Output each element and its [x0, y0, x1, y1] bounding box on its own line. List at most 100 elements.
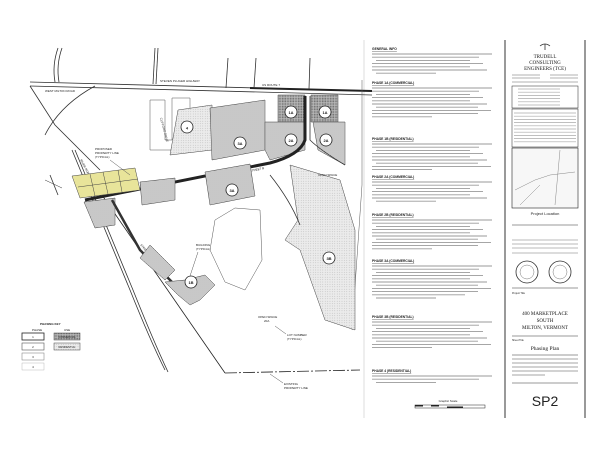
- graphic-scale: Graphic Scale: [414, 399, 486, 409]
- highlighted-lots: [71, 167, 141, 199]
- us-route-label: US ROUTE 7: [262, 83, 280, 87]
- zone-label-4: 4: [180, 120, 194, 134]
- location-map: [511, 147, 579, 209]
- phasing-key: PHASING KEY PHASE USE 1 2 3 4 COMMERCIAL…: [21, 322, 81, 371]
- building-outline: [149, 97, 191, 151]
- project-title-label: Project Title: [512, 292, 526, 295]
- zone-id: 3A: [229, 188, 234, 193]
- phase-swatch-4: 4: [21, 362, 45, 371]
- callout-text: BUILDING: [196, 243, 211, 247]
- side-road: [152, 47, 156, 85]
- zone-id: 2A: [288, 138, 293, 143]
- sheet-title: Phasing Plan: [531, 346, 560, 352]
- sheet-number: SP2: [532, 393, 559, 409]
- firm-name: CONSULTING: [529, 61, 561, 66]
- zone-label-3b: 3B: [322, 251, 336, 265]
- us-route-7: [249, 87, 373, 92]
- firm-name: TRUDELL: [534, 55, 557, 60]
- note-heading: PHASE 1B (RESIDENTIAL): [372, 137, 414, 141]
- zone-label-1b: 1B: [184, 275, 198, 289]
- callout-open-space: OPEN SPACE 20A OPEN SPACE: [258, 173, 337, 323]
- callout-building: BUILDING (TYPICAL): [189, 243, 211, 277]
- highway-label: STEVEN PLUGER HIGHWAY: [160, 79, 200, 83]
- engineer-seal-icon: [515, 260, 539, 284]
- firm-logo-icon: [539, 43, 551, 50]
- notes-column: GENERAL INFO PHASE 1A (COMMERCIAL) PHASE 1…: [372, 47, 492, 383]
- use-label: RESIDENTIAL: [58, 345, 76, 349]
- callout-proposed-property-line: PROPOSED PROPERTY LINE (TYPICAL): [95, 147, 131, 176]
- callout-text: OPEN SPACE: [318, 173, 337, 177]
- river-road: [71, 149, 166, 371]
- use-swatch-commercial: COMMERCIAL: [53, 332, 81, 341]
- note-heading: PHASE 2A (COMMERCIAL): [372, 175, 414, 179]
- callout-text: (TYPICAL): [196, 247, 211, 251]
- leader-line: [109, 159, 131, 176]
- street-b-label: STREET B: [249, 166, 264, 173]
- zone-id: 1A: [288, 110, 293, 115]
- zone-id: 3B: [326, 256, 331, 261]
- title-block: TRUDELL CONSULTING ENGINEERS (TCE) Proje…: [511, 43, 579, 409]
- property-line: [351, 80, 363, 331]
- zone-label-2a: 2A: [319, 133, 333, 147]
- note-heading: PHASE 3A (COMMERCIAL): [372, 259, 414, 263]
- use-header: USE: [64, 328, 70, 332]
- lots-row: [139, 177, 176, 206]
- zone-label-2a: 2A: [284, 133, 298, 147]
- project-title: MILTON, VERMONT: [522, 326, 568, 331]
- zone-id: 3A: [237, 141, 242, 146]
- project-location-label: Project Location: [531, 211, 560, 216]
- callout-text: 20A: [264, 319, 269, 323]
- street-c: [269, 174, 301, 226]
- callout-text: PROPERTY LINE: [95, 151, 119, 155]
- note-heading: PHASE 3B (RESIDENTIAL): [372, 315, 414, 319]
- callout-text: LOT NUMBER: [287, 333, 307, 337]
- phasing-key-title: PHASING KEY: [40, 322, 61, 326]
- use-label: COMMERCIAL: [58, 335, 76, 339]
- project-title: SOUTH: [537, 319, 554, 324]
- property-line: [94, 184, 226, 374]
- zone-id: 4: [186, 126, 189, 131]
- zone-3b: [284, 164, 356, 331]
- note-heading: PHASE 4 (RESIDENTIAL): [372, 369, 411, 373]
- lots-street-a: [139, 244, 176, 281]
- note-heading: PHASE 2B (RESIDENTIAL): [372, 213, 414, 217]
- engineer-seal-icon: [548, 260, 572, 284]
- notice-box: [511, 108, 579, 148]
- zone-label-3a: 3A: [233, 136, 247, 150]
- phase-number: 2: [32, 345, 34, 349]
- phase-number: 4: [32, 365, 34, 369]
- use-swatch-residential: RESIDENTIAL: [53, 342, 81, 351]
- phase-swatch-2: 2: [21, 342, 45, 351]
- location-map-roads: [514, 149, 576, 206]
- drive-label: CLIFFORD DRIVE: [159, 117, 169, 142]
- callout-text: EXISTING: [284, 382, 299, 386]
- lot-lines: [77, 169, 139, 197]
- callout-lot-number: LOT NUMBER (TYPICAL): [274, 325, 307, 341]
- zone-id: 1A: [322, 110, 327, 115]
- note-heading: GENERAL INFO: [372, 47, 397, 51]
- north-arrow-icon: [44, 174, 63, 196]
- note-heading: PHASE 1A (COMMERCIAL): [372, 81, 414, 85]
- side-road: [155, 47, 159, 85]
- street-a: [110, 199, 181, 291]
- leader-line: [269, 373, 284, 384]
- zone-3a-north: [209, 99, 266, 161]
- callout-text: PROPERTY LINE: [284, 386, 308, 390]
- legend-box: [511, 85, 579, 109]
- zone-id: 1B: [188, 280, 193, 285]
- zone-labels: 4 3A 2A 2A 1A 1A 3A 3B 1B: [180, 105, 336, 289]
- phase-swatch-3: 3: [21, 352, 45, 361]
- project-title: 400 MARKETPLACE: [522, 312, 568, 317]
- phase-header: PHASE: [32, 328, 42, 332]
- leader-line: [274, 325, 287, 335]
- callout-existing-property-line: EXISTING PROPERTY LINE: [269, 373, 308, 390]
- phase-swatch-1: 1: [21, 332, 45, 341]
- open-space-outline: [209, 207, 263, 291]
- side-road: [253, 57, 257, 89]
- side-road: [225, 57, 229, 89]
- leader-line: [189, 251, 199, 277]
- phase-number: 1: [32, 335, 34, 339]
- plan-view: WEST MILTON ROAD STEVEN PLUGER HIGHWAY U…: [29, 47, 373, 390]
- callout-text: PROPOSED: [95, 147, 113, 151]
